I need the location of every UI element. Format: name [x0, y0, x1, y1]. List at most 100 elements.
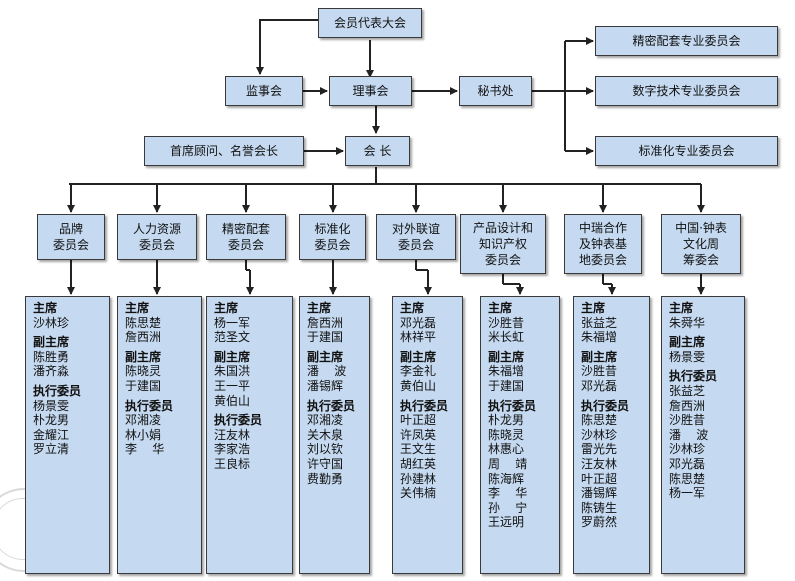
member-role: 主席	[581, 301, 606, 315]
member-name: 杨景雯	[33, 398, 70, 413]
member-name: 邓湘凌	[307, 413, 344, 428]
advisor-label: 首席顾问、名誉会长	[169, 144, 278, 158]
member-name: 关木泉	[307, 427, 344, 442]
committee-member-list: 主席杨一军范圣文副主席朱国洪王一平黄伯山执行委员汪友林李家浩王良标	[206, 296, 293, 574]
council-label: 理事会	[352, 84, 389, 98]
member-role: 副主席	[214, 349, 251, 364]
member-role: 执行委员	[581, 398, 630, 413]
member-role: 主席	[307, 301, 332, 315]
member-name: 杨一军	[214, 315, 251, 330]
member-name: 黄伯山	[400, 378, 437, 393]
president-label: 会 长	[363, 144, 392, 158]
member-name: 陈思楚	[125, 315, 162, 330]
member-role: 副主席	[125, 349, 162, 364]
member-name: 孙 宁	[488, 500, 528, 515]
member-role: 主席	[33, 301, 58, 315]
member-role: 副主席	[307, 349, 344, 364]
member-name: 朱国洪	[214, 364, 251, 379]
member-name: 陈海辉	[488, 471, 525, 486]
member-name: 汪友林	[581, 456, 618, 471]
secretariat-box: 秘书处	[459, 76, 532, 106]
member-name: 周 靖	[488, 456, 528, 471]
member-name: 邓光磊	[400, 315, 437, 330]
committee-member-list: 主席朱舜华副主席杨景雯执行委员张益芝詹西洲沙胜昔潘 波沙林珍邓光磊陈思楚杨一军	[661, 296, 745, 574]
assembly-label: 会员代表大会	[333, 16, 406, 30]
committee-header: 标准化 委员会	[299, 214, 366, 260]
committee-header: 中国·钟表 文化周 筹委会	[661, 214, 741, 274]
committee-header: 精密配套 委员会	[206, 214, 286, 260]
member-name: 张益芝	[669, 383, 706, 398]
committee-header-label: 精密配套 委员会	[221, 222, 270, 252]
member-name: 叶正超	[581, 471, 618, 486]
standardization-professional-committee: 标准化专业委员会	[595, 136, 778, 166]
assembly-box: 会员代表大会	[318, 8, 422, 38]
member-name: 叶正超	[400, 413, 437, 428]
member-role: 执行委员	[125, 398, 174, 413]
committee-header-label: 人力资源 委员会	[132, 222, 181, 252]
member-name: 许守国	[307, 456, 344, 471]
member-name: 金耀江	[33, 427, 70, 442]
member-name: 詹西洲	[307, 315, 344, 330]
member-name: 潘 波	[307, 364, 347, 379]
member-name: 林惠心	[488, 442, 525, 457]
council-box: 理事会	[329, 76, 412, 106]
advisor-box: 首席顾问、名誉会长	[144, 136, 304, 166]
committee-member-list: 主席陈思楚詹西洲副主席陈晓灵于建国执行委员邓湘凌林小娟李 华	[117, 296, 202, 574]
member-name: 黄伯山	[214, 393, 251, 408]
member-name: 李金礼	[400, 364, 437, 379]
member-role: 执行委员	[33, 383, 82, 398]
member-name: 王一平	[214, 378, 251, 393]
member-name: 朱舜华	[669, 315, 706, 330]
member-name: 孙建林	[400, 471, 437, 486]
member-name: 李 华	[488, 486, 528, 501]
supervisory-board-box: 监事会	[225, 76, 303, 106]
professional-committee-label: 精密配套专业委员会	[632, 34, 741, 48]
member-name: 陈铸生	[581, 500, 618, 515]
committee-header-label: 中国·钟表 文化周 筹委会	[675, 221, 727, 267]
committee-member-list: 主席沙林珍副主席陈胜勇潘齐淼执行委员杨景雯朴龙男金耀江罗立清	[25, 296, 110, 574]
member-name: 陈思楚	[581, 413, 618, 428]
member-name: 李家浩	[214, 442, 251, 457]
member-role: 执行委员	[669, 369, 718, 384]
member-name: 潘齐淼	[33, 364, 70, 379]
member-name: 詹西洲	[669, 398, 706, 413]
committee-header: 产品设计和 知识产权 委员会	[460, 214, 546, 274]
committee-member-list: 主席邓光磊林祥平副主席李金礼黄伯山执行委员叶正超许凤英王文生胡红英孙建林关伟楠	[392, 296, 463, 574]
member-name: 张益芝	[581, 315, 618, 330]
member-name: 王良标	[214, 456, 251, 471]
member-name: 林小娟	[125, 427, 162, 442]
committee-header-label: 产品设计和 知识产权 委员会	[472, 221, 533, 267]
member-name: 王远明	[488, 515, 525, 530]
member-name: 杨景雯	[669, 349, 706, 364]
member-name: 罗蔚然	[581, 515, 618, 530]
professional-committee-label: 标准化专业委员会	[638, 144, 735, 158]
member-name: 杨一军	[669, 486, 706, 501]
committee-header-label: 中瑞合作 及钟表基 地委员会	[578, 221, 627, 267]
member-name: 潘锡辉	[581, 486, 618, 501]
member-name: 詹西洲	[125, 330, 162, 345]
member-role: 主席	[125, 301, 150, 315]
member-name: 关伟楠	[400, 486, 437, 501]
member-name: 邓光磊	[669, 456, 706, 471]
member-name: 沙胜昔	[488, 315, 525, 330]
member-role: 执行委员	[488, 398, 537, 413]
committee-member-list: 主席沙胜昔米长虹副主席朱福增于建国执行委员朴龙男陈晓灵林惠心周 靖陈海辉李 华孙…	[480, 296, 560, 574]
member-name: 林祥平	[400, 330, 437, 345]
committee-member-list: 主席詹西洲于建国副主席潘 波潘锡辉执行委员邓湘凌关木泉刘以钦许守国费勤勇	[299, 296, 370, 574]
member-name: 沙胜昔	[669, 413, 706, 428]
member-role: 主席	[214, 301, 239, 315]
member-role: 副主席	[33, 335, 70, 350]
president-box: 会 长	[345, 136, 410, 166]
precision-parts-professional-committee: 精密配套专业委员会	[595, 26, 778, 56]
member-role: 副主席	[669, 335, 706, 350]
committee-header-label: 对外联谊 委员会	[391, 222, 440, 252]
member-role: 副主席	[400, 349, 437, 364]
member-role: 副主席	[581, 349, 618, 364]
member-role: 执行委员	[400, 398, 449, 413]
professional-committee-label: 数字技术专业委员会	[632, 84, 741, 98]
member-name: 汪友林	[214, 427, 251, 442]
committee-header: 中瑞合作 及钟表基 地委员会	[564, 214, 642, 274]
member-role: 主席	[488, 301, 513, 315]
member-name: 刘以钦	[307, 442, 344, 457]
